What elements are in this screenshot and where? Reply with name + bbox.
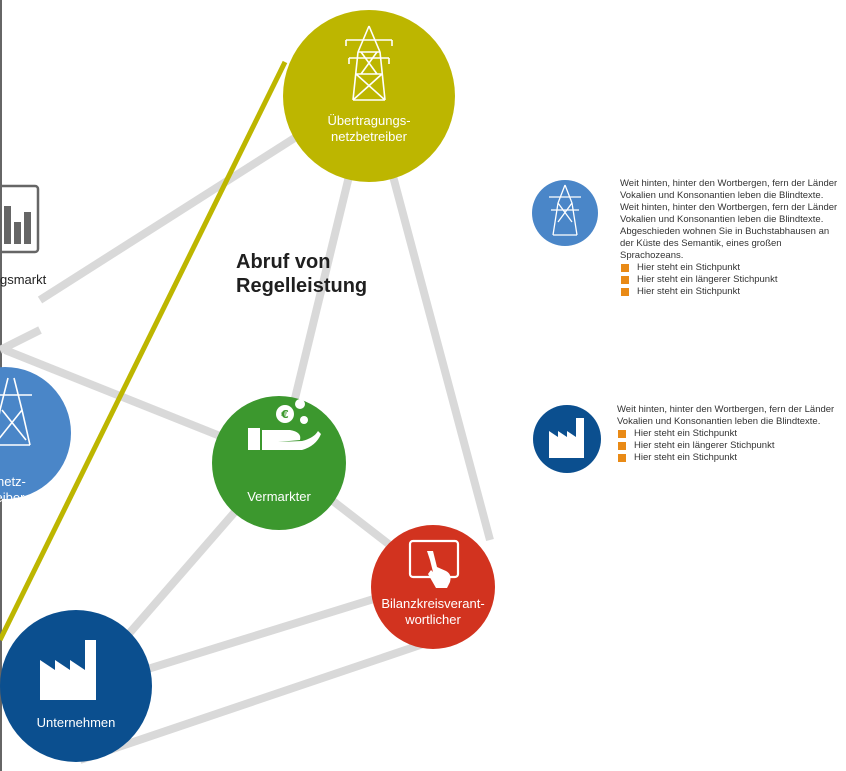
node-verteilnetzbetreiber — [0, 367, 71, 499]
label-uebertragungsnetzbetreiber: Übertragungs- netzbetreiber — [327, 113, 411, 144]
bullet-item: Hier steht ein längerer Stichpunkt — [620, 274, 842, 286]
label-unternehmen: Unternehmen — [36, 715, 116, 730]
diagram-title: Abruf von Regelleistung — [236, 251, 368, 297]
power-tower-icon — [549, 184, 581, 236]
svg-text:€: € — [280, 408, 289, 421]
bullet-item: Hier steht ein Stichpunkt — [617, 452, 837, 464]
label-verteilnetzbetreiber: lnetz- eiber — [0, 474, 26, 505]
label-bilanzkreisverantwortlicher: Bilanzkreisverant- wortlicher — [381, 596, 485, 627]
connector-uebertragung-unternehmen — [0, 60, 288, 642]
label-markt: gsmarkt — [0, 272, 47, 287]
label-vermarkter: Vermarkter — [247, 489, 311, 504]
factory-icon — [549, 418, 584, 458]
bullet-item: Hier steht ein Stichpunkt — [617, 428, 837, 440]
info-text: Weit hinten, hinter den Wortbergen, fern… — [617, 404, 835, 427]
power-tower-icon — [345, 25, 393, 101]
power-tower-icon — [0, 377, 32, 446]
info-block-company: Weit hinten, hinter den Wortbergen, fern… — [617, 404, 837, 464]
info-text: Weit hinten, hinter den Wortbergen, fern… — [620, 178, 838, 261]
touchscreen-hand-icon — [408, 539, 460, 588]
factory-icon — [40, 640, 96, 700]
connector-markt-unternehmen — [0, 326, 42, 354]
bullet-item: Hier steht ein längerer Stichpunkt — [617, 440, 837, 452]
monitor-chart-icon — [0, 184, 40, 254]
node-bilanzkreisverantwortlicher — [371, 525, 495, 649]
node-vermarkter — [212, 396, 346, 530]
node-uebertragungsnetzbetreiber — [283, 10, 455, 182]
bullet-list: Hier steht ein Stichpunkt Hier steht ein… — [620, 262, 842, 298]
bullet-item: Hier steht ein Stichpunkt — [620, 262, 842, 274]
bullet-item: Hier steht ein Stichpunkt — [620, 286, 842, 298]
connector-unternehmen-bottom — [78, 636, 437, 764]
info-block-transmission: Weit hinten, hinter den Wortbergen, fern… — [620, 178, 842, 298]
bullet-list: Hier steht ein Stichpunkt Hier steht ein… — [617, 428, 837, 464]
hand-coins-icon: € — [248, 399, 321, 450]
